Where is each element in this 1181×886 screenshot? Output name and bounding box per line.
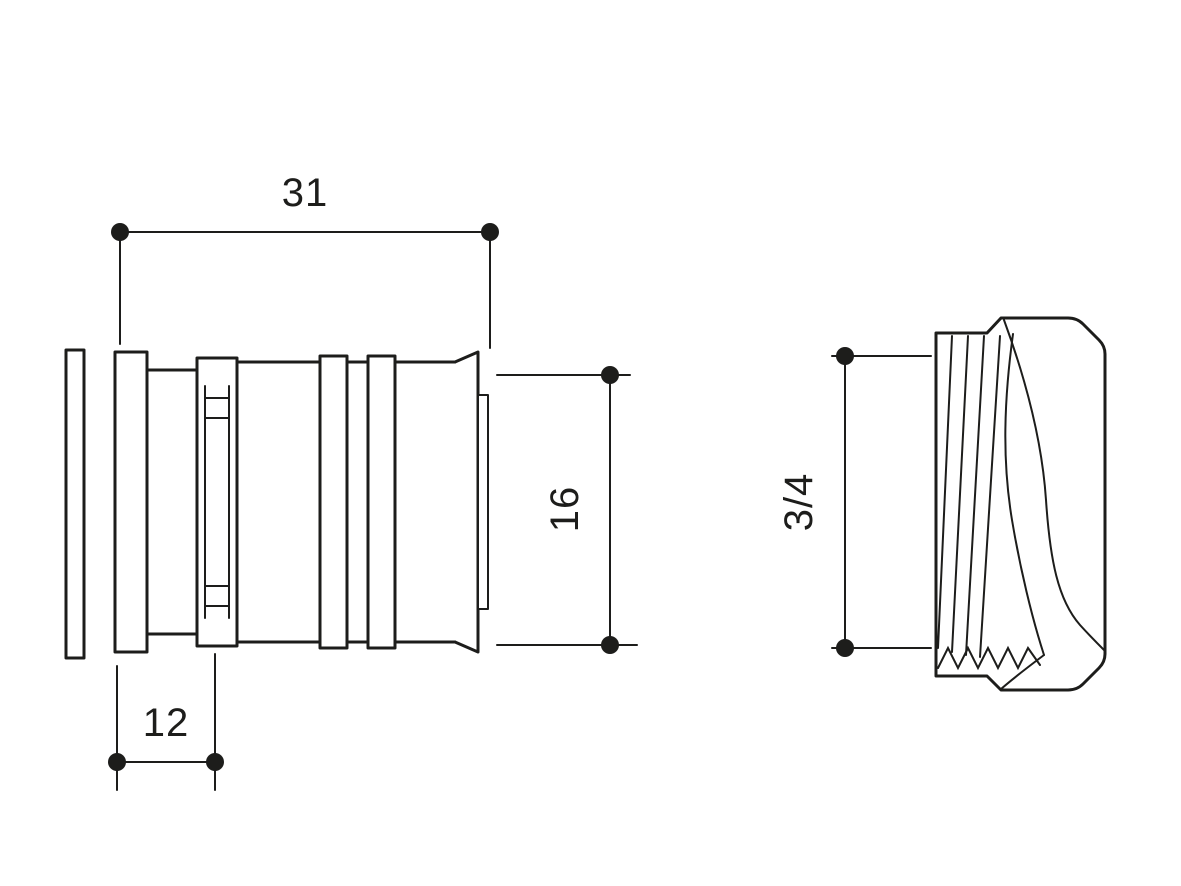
dimension-dot (836, 639, 854, 657)
nut-thread-zigzag (937, 645, 1041, 671)
fitting-rib-2 (366, 354, 397, 650)
dimension-label-12: 12 (143, 701, 190, 745)
fitting-flare-end (453, 350, 480, 654)
dimension-pipe-diameter: 16 (496, 366, 638, 654)
dimension-dot (601, 636, 619, 654)
thread-line (965, 335, 985, 656)
nut-outline (934, 316, 1107, 692)
dimension-dot (836, 347, 854, 365)
dimension-dot (481, 223, 499, 241)
dimension-dot (206, 753, 224, 771)
dimension-dot (108, 753, 126, 771)
dimension-label-3-4: 3/4 (777, 473, 821, 532)
fitting-clip-window-bottom (204, 585, 230, 607)
dimension-total-length: 31 (111, 171, 499, 349)
press-fitting-body (64, 348, 489, 660)
dimension-insert-length: 12 (108, 653, 224, 791)
nut-bore-boundary (1004, 333, 1045, 656)
fitting-rib-1 (318, 354, 349, 650)
dimension-dot (601, 366, 619, 384)
nut-thread-lines (937, 335, 1001, 658)
fitting-flange (113, 350, 149, 654)
thread-line (937, 335, 953, 649)
thread-line (979, 335, 1001, 658)
hex-nut (934, 316, 1107, 692)
nut-hex-face-curve (1003, 319, 1105, 651)
nut-hex-face-curve-lower (1000, 654, 1045, 690)
fitting-ring-strip (64, 348, 86, 660)
dimension-label-16: 16 (543, 486, 587, 533)
dimension-thread-size: 3/4 (777, 347, 932, 657)
thread-line (951, 335, 969, 653)
fitting-clip-window-top (204, 397, 230, 419)
dimension-dot (111, 223, 129, 241)
dimension-label-31: 31 (282, 171, 329, 215)
fitting-inner-tube-end (477, 394, 489, 610)
